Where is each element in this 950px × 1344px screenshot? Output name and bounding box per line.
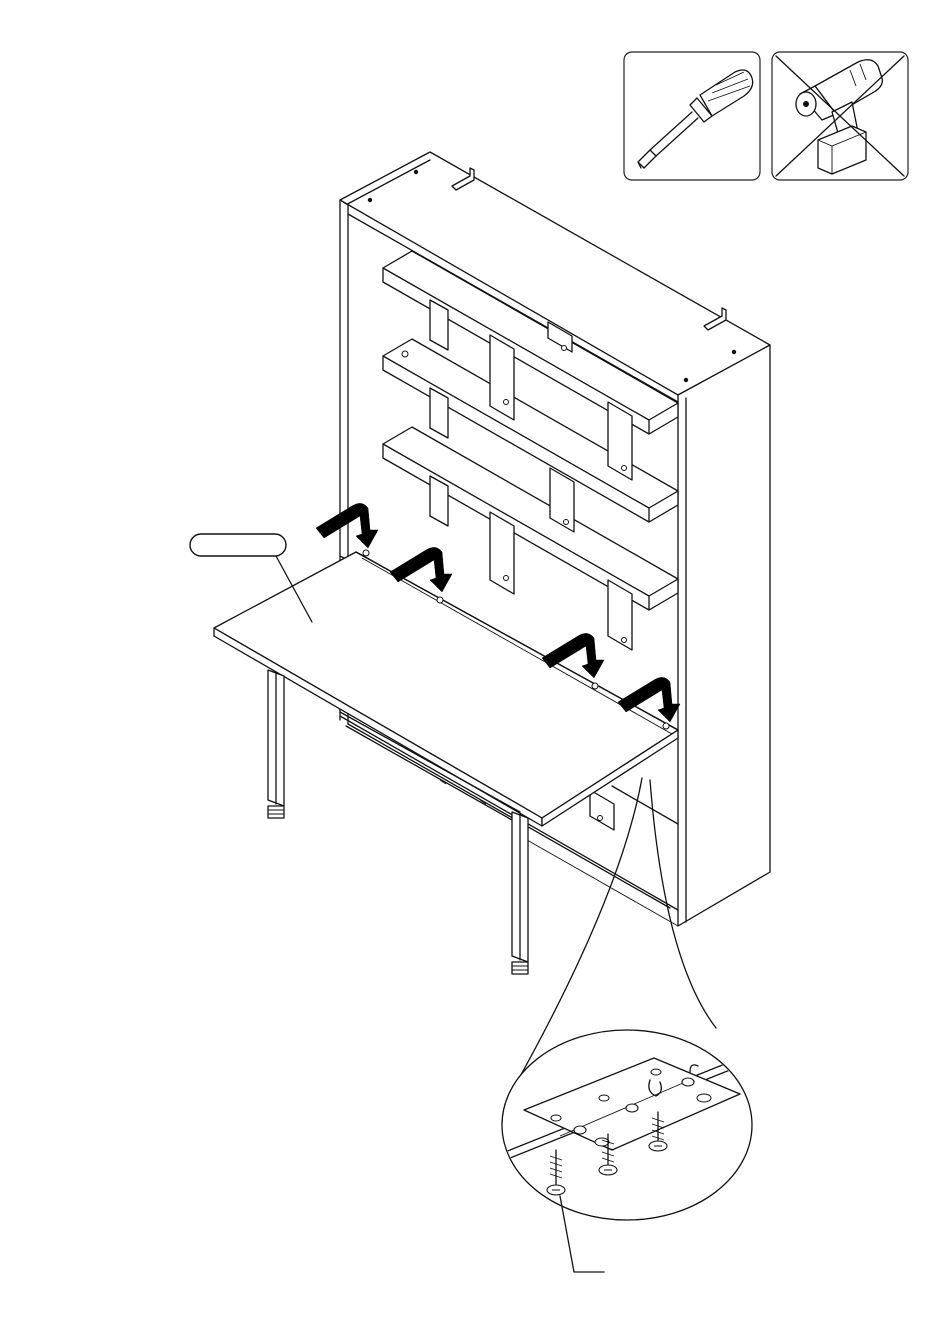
cabinet-left-side <box>340 200 348 560</box>
tool-card-screwdriver <box>624 52 760 180</box>
divider-8 <box>490 512 514 594</box>
tool-card-power-drill <box>772 52 908 180</box>
desk-leg-right <box>512 812 528 974</box>
divider-4 <box>608 402 632 480</box>
divider-2 <box>490 335 514 420</box>
cabinet-right-side <box>678 345 770 926</box>
divider-10 <box>590 790 614 830</box>
desk-leg-left <box>268 670 284 818</box>
